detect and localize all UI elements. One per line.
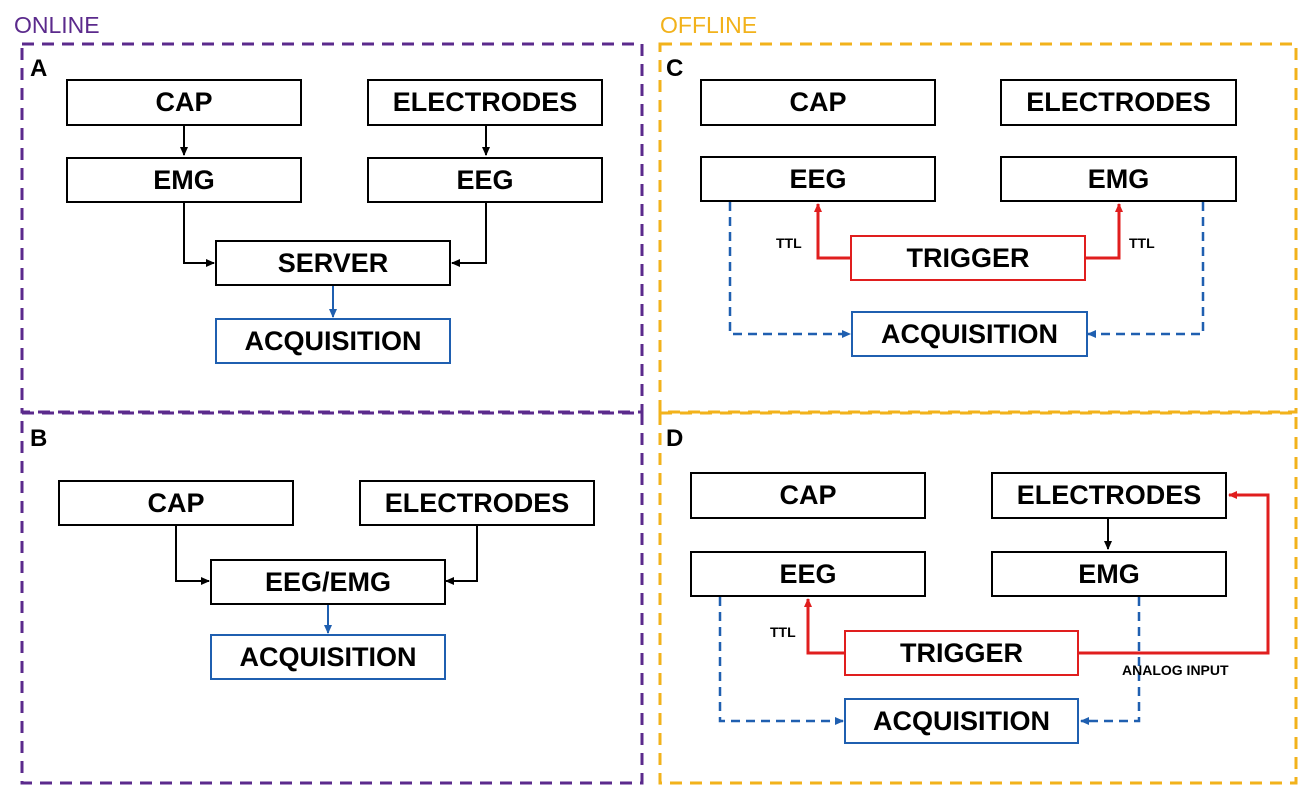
- arrow-b-cap-eegemg: [175, 525, 210, 585]
- panel-a-emg-box: EMG: [66, 157, 302, 203]
- arrow-d-emg-acquisition: [1080, 597, 1141, 725]
- panel-c-cap-box: CAP: [700, 79, 936, 126]
- panel-d-cap-box: CAP: [690, 472, 926, 519]
- arrow-b-electrodes-eegemg: [445, 525, 478, 585]
- panel-letter-c: C: [666, 55, 684, 82]
- panel-a-cap-box: CAP: [66, 79, 302, 126]
- panel-a-server-box: SERVER: [215, 240, 451, 286]
- panel-d-eeg-box: EEG: [690, 551, 926, 597]
- panel-d-frame: [658, 411, 1298, 785]
- panel-c-ttl-right-label: TTL: [1129, 235, 1155, 251]
- panel-a-eeg-box: EEG: [367, 157, 603, 203]
- panel-d-emg-box: EMG: [991, 551, 1227, 597]
- panel-d-ttl-label: TTL: [770, 624, 796, 640]
- panel-letter-d: D: [666, 425, 684, 452]
- panel-d-electrodes-box: ELECTRODES: [991, 472, 1227, 519]
- arrow-a-eeg-server: [451, 203, 487, 267]
- arrow-d-trigger-electrodes: [1079, 491, 1270, 655]
- arrow-d-eeg-acquisition: [718, 597, 844, 725]
- arrow-c-eeg-acquisition: [728, 202, 851, 338]
- panel-c-ttl-left-label: TTL: [776, 235, 802, 251]
- arrow-c-trigger-eeg: [814, 203, 850, 260]
- panel-c-acquisition-box: ACQUISITION: [851, 311, 1088, 357]
- section-label-offline: OFFLINE: [660, 12, 758, 38]
- panel-d-analog-input-label: ANALOG INPUT: [1122, 662, 1229, 678]
- panel-b-eegemg-box: EEG/EMG: [210, 559, 446, 605]
- panel-c-emg-box: EMG: [1000, 156, 1237, 202]
- panel-d-trigger-box: TRIGGER: [844, 630, 1079, 676]
- panel-b-cap-box: CAP: [58, 480, 294, 526]
- panel-d-acquisition-box: ACQUISITION: [844, 698, 1079, 744]
- panel-c-eeg-box: EEG: [700, 156, 936, 202]
- arrow-d-trigger-eeg: [804, 598, 844, 655]
- panel-c-electrodes-box: ELECTRODES: [1000, 79, 1237, 126]
- panel-c-frame: [658, 42, 1298, 414]
- panel-b-electrodes-box: ELECTRODES: [359, 480, 595, 526]
- panel-a-frame: [20, 42, 644, 414]
- panel-c-trigger-box: TRIGGER: [850, 235, 1086, 281]
- panel-b-frame: [20, 411, 644, 785]
- arrow-c-emg-acquisition: [1087, 202, 1205, 338]
- panel-letter-b: B: [30, 425, 48, 452]
- panel-a-electrodes-box: ELECTRODES: [367, 79, 603, 126]
- panel-letter-a: A: [30, 55, 48, 82]
- arrow-c-trigger-emg: [1085, 203, 1123, 260]
- arrow-a-emg-server: [183, 203, 215, 267]
- panel-b-acquisition-box: ACQUISITION: [210, 634, 446, 680]
- panel-a-acquisition-box: ACQUISITION: [215, 318, 451, 364]
- section-label-online: ONLINE: [14, 12, 100, 38]
